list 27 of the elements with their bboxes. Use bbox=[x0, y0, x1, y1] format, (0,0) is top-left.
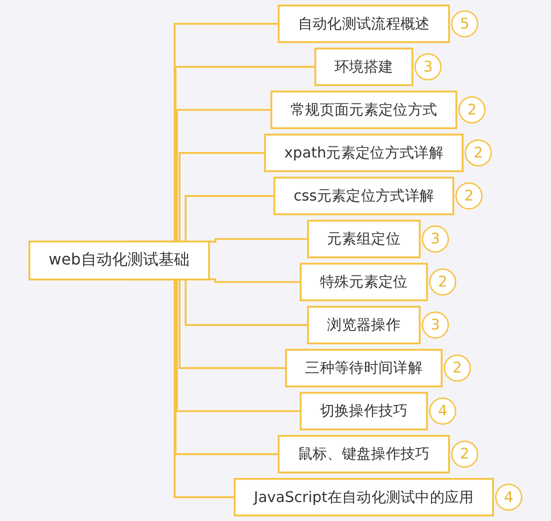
node-box: 鼠标、键盘操作技巧 bbox=[278, 434, 450, 474]
node-label: 3 bbox=[430, 316, 440, 334]
node-box: web自动化测试基础 bbox=[28, 240, 210, 280]
node-label: 2 bbox=[464, 186, 474, 204]
node-label: 3 bbox=[423, 58, 433, 76]
node-label: 2 bbox=[452, 358, 462, 376]
node-label: 2 bbox=[438, 272, 448, 290]
node-label: 2 bbox=[460, 445, 470, 462]
node-box: 浏览器操作 bbox=[307, 306, 421, 344]
node-box: 特殊元素定位 bbox=[300, 262, 428, 302]
node-box: 三种等待时间详解 bbox=[285, 348, 443, 388]
node-box: css元素定位方式详解 bbox=[273, 176, 454, 216]
node-box: xpath元素定位方式详解 bbox=[264, 134, 464, 172]
node-label: 4 bbox=[504, 488, 514, 506]
node-label: 5 bbox=[460, 14, 470, 32]
connector bbox=[209, 278, 301, 283]
node-box: JavaScript在自动化测试中的应用 bbox=[234, 478, 494, 516]
node-label: 4 bbox=[438, 402, 448, 420]
node-box: 常规页面元素定位方式 bbox=[270, 90, 458, 130]
connector bbox=[209, 238, 308, 243]
node-box: 自动化测试流程概述 bbox=[278, 4, 450, 44]
node-box: 环境搭建 bbox=[314, 48, 414, 86]
node-label: 2 bbox=[467, 100, 477, 118]
node-label: 3 bbox=[430, 230, 440, 248]
node-box: 切换操作技巧 bbox=[300, 392, 428, 430]
node-box: 元素组定位 bbox=[307, 220, 421, 258]
node-label: 2 bbox=[474, 144, 483, 162]
